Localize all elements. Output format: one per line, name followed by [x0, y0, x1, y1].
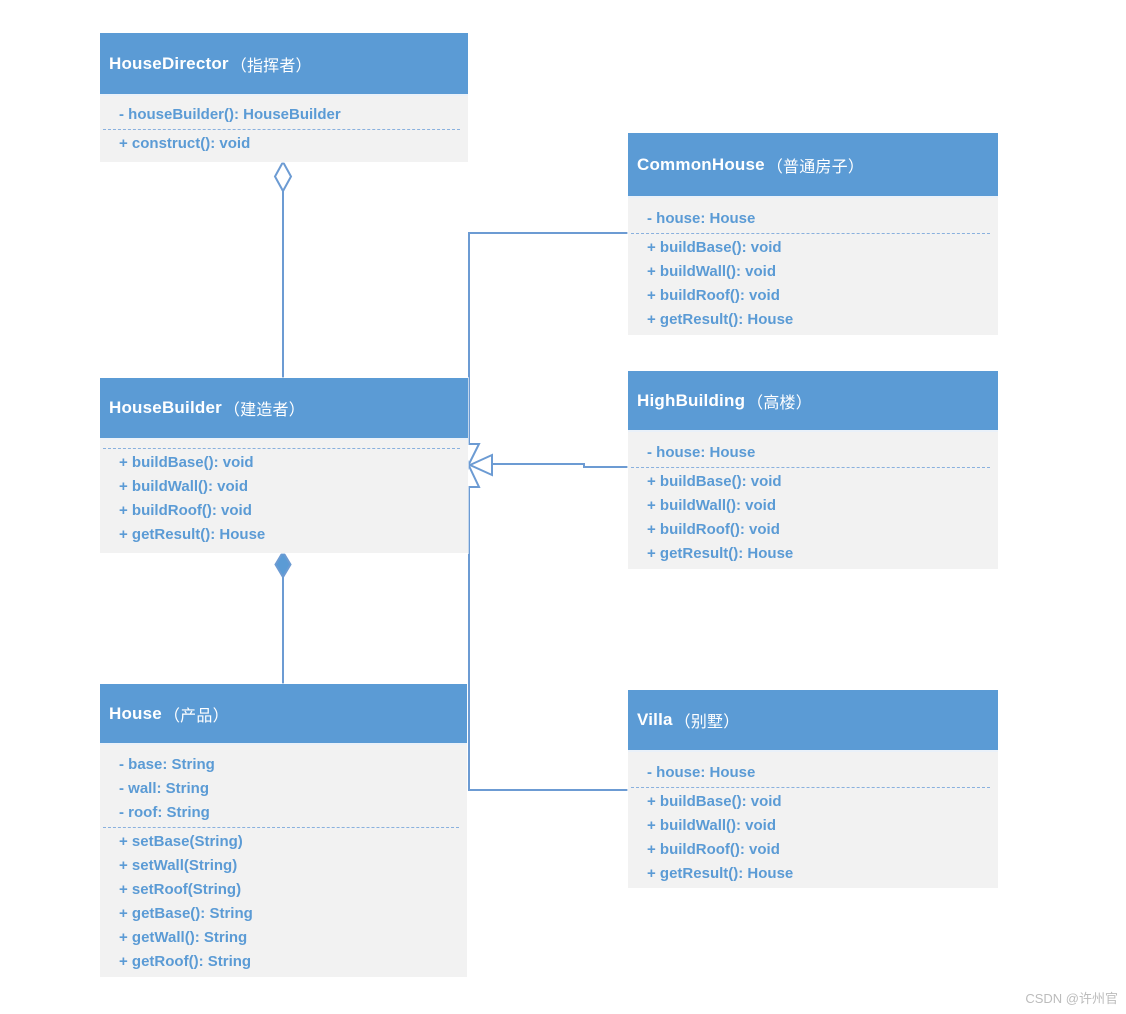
method-row: + getBase(): String	[119, 905, 253, 922]
class-body: - house: House + buildBase(): void + bui…	[628, 198, 998, 335]
composition-connector	[274, 550, 292, 684]
class-header: CommonHouse（普通房子）	[628, 133, 998, 198]
class-header: House（产品）	[100, 684, 467, 745]
class-header: Villa（别墅）	[628, 690, 998, 752]
class-header: HouseBuilder（建造者）	[100, 378, 468, 440]
class-body: + buildBase(): void + buildWall(): void …	[100, 440, 468, 553]
class-alias: （普通房子）	[766, 158, 865, 176]
attribute-row: - house: House	[647, 764, 756, 781]
method-row: + construct(): void	[119, 135, 251, 152]
attribute-row: - wall: String	[119, 780, 209, 797]
aggregation-connector	[273, 159, 293, 378]
method-row: + buildRoof(): void	[647, 521, 780, 538]
class-name: HighBuilding	[637, 390, 746, 410]
member-separator	[631, 467, 990, 468]
villa-line	[468, 487, 628, 791]
class-box-housedirector: HouseDirector（指挥者） - houseBuilder(): Hou…	[100, 33, 468, 162]
method-row: + buildRoof(): void	[647, 287, 780, 304]
class-alias: （建造者）	[223, 402, 305, 419]
class-name: CommonHouse	[637, 154, 765, 174]
method-row: + setWall(String)	[119, 857, 238, 874]
method-row: + buildBase(): void	[647, 793, 782, 810]
class-header: HighBuilding（高楼）	[628, 371, 998, 432]
class-body: - house: House + buildBase(): void + bui…	[628, 752, 998, 888]
method-row: + getResult(): House	[647, 545, 794, 562]
member-separator	[631, 787, 990, 788]
class-body: - houseBuilder(): HouseBuilder + constru…	[100, 96, 468, 162]
class-name: HouseDirector	[109, 53, 229, 73]
attribute-row: - house: House	[647, 444, 756, 461]
method-row: + setBase(String)	[119, 833, 243, 850]
member-separator	[103, 448, 460, 449]
class-alias: （高楼）	[747, 394, 812, 412]
attribute-row: - base: String	[119, 756, 215, 773]
member-separator	[103, 129, 460, 130]
class-alias: （指挥者）	[230, 57, 312, 75]
class-name: House	[109, 703, 162, 723]
composition-diamond-icon	[274, 550, 292, 579]
method-row: + getResult(): House	[647, 311, 794, 328]
class-box-commonhouse: CommonHouse（普通房子） - house: House + build…	[628, 133, 998, 335]
generalization-connectors	[457, 232, 628, 791]
method-row: + buildBase(): void	[119, 454, 254, 471]
method-row: + setRoof(String)	[119, 881, 242, 898]
class-name: Villa	[637, 710, 673, 729]
member-separator	[631, 233, 990, 234]
member-separator	[103, 827, 459, 828]
method-row: + getResult(): House	[119, 526, 266, 543]
method-row: + getRoof(): String	[119, 953, 252, 970]
attribute-row: - houseBuilder(): HouseBuilder	[119, 106, 341, 123]
class-name: HouseBuilder	[109, 398, 222, 417]
method-row: + buildWall(): void	[647, 263, 777, 280]
method-row: + buildRoof(): void	[647, 841, 780, 858]
class-alias: （别墅）	[674, 714, 740, 731]
class-alias: （产品）	[163, 707, 229, 725]
class-header: HouseDirector（指挥者）	[100, 33, 468, 96]
method-row: + getWall(): String	[119, 929, 248, 946]
aggregation-diamond-icon	[273, 159, 293, 194]
method-row: + buildBase(): void	[647, 239, 782, 256]
method-row: + buildWall(): void	[647, 497, 777, 514]
method-row: + buildBase(): void	[647, 473, 782, 490]
csdn-watermark: CSDN @许州官	[1025, 991, 1118, 1006]
class-body: - house: House + buildBase(): void + bui…	[628, 432, 998, 569]
class-box-highbuilding: HighBuilding（高楼） - house: House + buildB…	[628, 371, 998, 569]
method-row: + getResult(): House	[647, 865, 794, 882]
attribute-row: - house: House	[647, 210, 756, 227]
attribute-row: - roof: String	[119, 804, 210, 821]
class-box-villa: Villa（别墅） - house: House + buildBase(): …	[628, 690, 998, 888]
method-row: + buildRoof(): void	[119, 502, 252, 519]
method-row: + buildWall(): void	[647, 817, 777, 834]
highbuilding-line	[492, 463, 628, 468]
class-box-housebuilder: HouseBuilder（建造者） + buildBase(): void + …	[100, 378, 468, 553]
class-body: - base: String - wall: String - roof: St…	[100, 745, 467, 977]
class-box-house: House（产品） - base: String - wall: String …	[100, 684, 467, 977]
triangle-arrow-left-icon	[467, 453, 493, 477]
commonhouse-line	[468, 232, 628, 444]
method-row: + buildWall(): void	[119, 478, 249, 495]
